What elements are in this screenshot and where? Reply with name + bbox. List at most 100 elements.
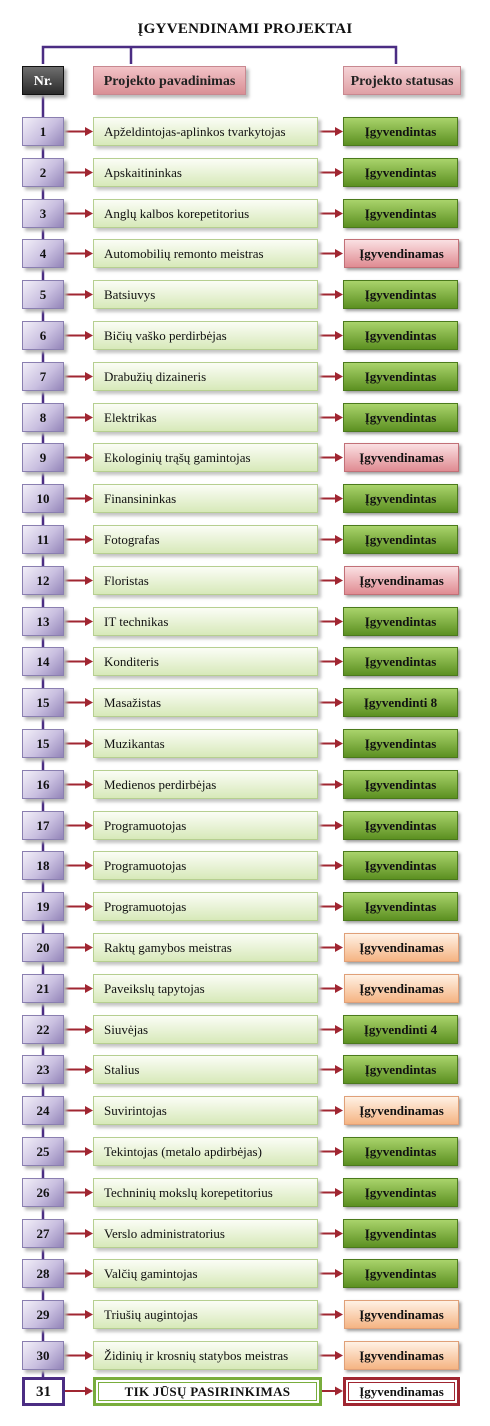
arrow-number-to-name-head <box>85 902 93 911</box>
diagram-title: ĮGYVENDINAMI PROJEKTAI <box>137 21 353 37</box>
row-project-name: Muzikantas <box>93 729 318 758</box>
arrow-number-to-name-head <box>85 1351 93 1360</box>
arrow-number-to-name-head <box>85 1188 93 1197</box>
arrow-number-to-name-head <box>85 290 93 299</box>
arrow-number-to-name-head <box>85 780 93 789</box>
row-project-name: Finansininkas <box>93 484 318 513</box>
row-number: 25 <box>22 1137 64 1166</box>
row-project-name: IT technikas <box>93 607 318 636</box>
row-project-name: Raktų gamybos meistras <box>93 933 318 962</box>
row-number: 1 <box>22 117 64 146</box>
row-project-status: Įgyvendintas <box>343 484 458 513</box>
arrow-name-to-status-head <box>335 127 343 136</box>
row-number: 7 <box>22 362 64 391</box>
arrow-name-to-status-head <box>335 657 343 666</box>
row-project-status: Įgyvendintas <box>343 770 458 799</box>
row-number: 18 <box>22 851 64 880</box>
arrow-number-to-name-head <box>85 821 93 830</box>
row-project-name: Suvirintojas <box>93 1096 318 1125</box>
row-project-name: Židinių ir krosnių statybos meistras <box>93 1341 318 1370</box>
arrow-final-name-to-status-head <box>335 1386 343 1396</box>
row-number: 28 <box>22 1259 64 1288</box>
row-number: 9 <box>22 443 64 472</box>
row-project-status: Įgyvendintas <box>343 199 458 228</box>
arrow-number-to-name-head <box>85 1269 93 1278</box>
arrow-name-to-status-head <box>335 413 343 422</box>
arrow-number-to-name-head <box>85 576 93 585</box>
row-number: 24 <box>22 1096 64 1125</box>
arrow-name-to-status-head <box>335 861 343 870</box>
arrow-number-to-name-head <box>85 1229 93 1238</box>
arrow-name-to-status-head <box>335 821 343 830</box>
row-project-name: Medienos perdirbėjas <box>93 770 318 799</box>
row-project-name: Paveikslų tapytojas <box>93 974 318 1003</box>
row-number: 2 <box>22 158 64 187</box>
arrow-number-to-name-head <box>85 413 93 422</box>
arrow-number-to-name-head <box>85 698 93 707</box>
row-project-status: Įgyvendintas <box>343 280 458 309</box>
arrow-number-to-name-head <box>85 249 93 258</box>
row-project-status: Įgyvendintas <box>343 1137 458 1166</box>
arrow-name-to-status-head <box>335 1025 343 1034</box>
arrow-name-to-status-head <box>335 209 343 218</box>
arrow-name-to-status-head <box>335 249 343 258</box>
row-number: 16 <box>22 770 64 799</box>
row-project-status: Įgyvendintas <box>343 1178 458 1207</box>
row-project-status: Įgyvendinamas <box>344 974 459 1003</box>
header-nr: Nr. <box>22 66 64 95</box>
arrow-number-to-name-head <box>85 861 93 870</box>
row-project-status: Įgyvendintas <box>343 1259 458 1288</box>
arrow-name-to-status-head <box>335 290 343 299</box>
row-project-name: Apskaitininkas <box>93 158 318 187</box>
row-project-name: Siuvėjas <box>93 1015 318 1044</box>
arrow-name-to-status-head <box>335 168 343 177</box>
arrow-name-to-status-head <box>335 1310 343 1319</box>
arrow-name-to-status-head <box>335 698 343 707</box>
row-number: 26 <box>22 1178 64 1207</box>
arrow-name-to-status-head <box>335 902 343 911</box>
row-project-name: Techninių mokslų korepetitorius <box>93 1178 318 1207</box>
row-number: 11 <box>22 525 64 554</box>
arrow-name-to-status-head <box>335 535 343 544</box>
row-number: 15 <box>22 729 64 758</box>
arrow-number-to-name-head <box>85 494 93 503</box>
row-project-name: Verslo administratorius <box>93 1219 318 1248</box>
row-number: 21 <box>22 974 64 1003</box>
row-project-name: Konditeris <box>93 647 318 676</box>
arrow-number-to-name-head <box>85 331 93 340</box>
row-project-status: Įgyvendintas <box>343 117 458 146</box>
arrow-name-to-status-head <box>335 1351 343 1360</box>
row-number: 8 <box>22 403 64 432</box>
arrow-number-to-name-head <box>85 209 93 218</box>
row-project-name: Anglų kalbos korepetitorius <box>93 199 318 228</box>
header-bracket <box>41 45 398 64</box>
row-project-name: Programuotojas <box>93 892 318 921</box>
arrow-number-to-name-head <box>85 168 93 177</box>
arrow-name-to-status-head <box>335 1229 343 1238</box>
arrow-number-to-name-head <box>85 1147 93 1156</box>
arrow-name-to-status-head <box>335 576 343 585</box>
row-number: 15 <box>22 688 64 717</box>
row-project-name: Fotografas <box>93 525 318 554</box>
row-project-status: Įgyvendinamas <box>344 566 459 595</box>
row-project-name: Triušių augintojas <box>93 1300 318 1329</box>
arrow-name-to-status-head <box>335 331 343 340</box>
row-project-status: Įgyvendinamas <box>344 1341 459 1370</box>
row-project-status: Įgyvendintas <box>343 851 458 880</box>
final-row-name: TIK JŪSŲ PASIRINKIMAS <box>93 1377 322 1406</box>
row-project-name: Automobilių remonto meistras <box>93 239 318 268</box>
row-number: 4 <box>22 239 64 268</box>
arrow-name-to-status-head <box>335 1065 343 1074</box>
row-project-status: Įgyvendintas <box>343 403 458 432</box>
row-project-name: Elektrikas <box>93 403 318 432</box>
arrow-number-to-name-head <box>85 372 93 381</box>
arrow-name-to-status-head <box>335 943 343 952</box>
arrow-number-to-name-head <box>85 739 93 748</box>
row-project-status: Įgyvendinti 4 <box>343 1015 458 1044</box>
row-project-status: Įgyvendintas <box>343 1055 458 1084</box>
row-project-status: Įgyvendintas <box>343 892 458 921</box>
row-project-name: Batsiuvys <box>93 280 318 309</box>
row-project-name: Floristas <box>93 566 318 595</box>
arrow-name-to-status-head <box>335 1147 343 1156</box>
